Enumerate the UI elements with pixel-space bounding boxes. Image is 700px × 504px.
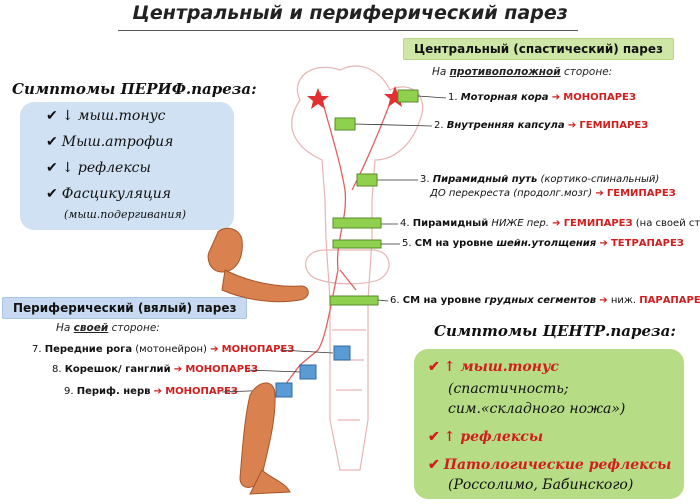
lesion-label-7: 7. Передние рога (мотонейрон) ➔ МОНОПАРЕ… — [32, 344, 295, 355]
lesion-label-8: 8. Корешок/ ганглий ➔ МОНОПАРЕЗ — [52, 364, 259, 375]
lesion-label-1: 1. Моторная кора ➔ МОНОПАРЕЗ — [448, 92, 636, 103]
symptom-item: ✔Мыш.атрофия — [46, 134, 174, 150]
lesion-label-4: 4. Пирамидный НИЖЕ пер. ➔ ГЕМИПАРЕЗ (на … — [400, 218, 700, 229]
symptom-subtext: (мыш.подергивания) — [64, 208, 187, 221]
check-icon: ✔ — [46, 186, 58, 202]
corticospinal-tract — [284, 89, 396, 386]
arm-illustration — [207, 227, 309, 303]
peripheral-symptoms-box: ✔↓ мыш.тонус ✔Мыш.атрофия ✔↓ рефлексы ✔Ф… — [20, 102, 234, 230]
symptom-item: ✔Фасцикуляция — [46, 186, 172, 202]
check-icon: ✔ — [428, 359, 440, 375]
central-lesion-markers — [329, 89, 419, 306]
central-symptoms-title: Симптомы ЦЕНТР.пареза: — [434, 322, 676, 340]
symptom-item: ✔↓ рефлексы — [46, 160, 151, 176]
peripheral-symptoms-title: Симптомы ПЕРИФ.пареза: — [12, 80, 257, 98]
check-icon: ✔ — [46, 160, 58, 176]
symptom-item: ✔Патологические рефлексы — [428, 457, 672, 473]
title-underline — [118, 30, 578, 31]
central-paresis-header: Центральный (спастический) парез — [403, 38, 674, 60]
peripheral-paresis-header: Периферический (вялый) парез — [2, 297, 248, 319]
symptom-subtext: (Россолимо, Бабинского) — [448, 477, 634, 493]
central-side-note: На противоположной стороне: — [432, 66, 613, 78]
page-title: Центральный и периферический парез — [132, 2, 568, 24]
check-icon: ✔ — [428, 457, 440, 473]
central-symptoms-box: ✔↑ мыш.тонус (спастичность; сим.«складно… — [414, 349, 684, 499]
lesion-label-9: 9. Периф. нерв ➔ МОНОПАРЕЗ — [64, 386, 238, 397]
peripheral-lesion-markers — [275, 345, 351, 398]
check-icon: ✔ — [46, 134, 58, 150]
lesion-label-2: 2. Внутренняя капсула ➔ ГЕМИПАРЕЗ — [434, 120, 649, 131]
symptom-subtext: (спастичность; — [448, 381, 569, 397]
lesion-label-3: 3. Пирамидный путь (кортико-спинальный) — [420, 174, 660, 185]
peripheral-side-note: На своей стороне: — [56, 322, 160, 334]
leg-illustration — [239, 382, 291, 495]
check-icon: ✔ — [428, 429, 440, 445]
check-icon: ✔ — [46, 108, 58, 124]
symptom-subtext: сим.«складного ножа») — [448, 401, 626, 417]
symptom-item: ✔↑ мыш.тонус — [428, 359, 559, 375]
lesion-label-5: 5. СМ на уровне шейн.утолщения ➔ ТЕТРАПА… — [402, 238, 684, 249]
symptom-item: ✔↑ рефлексы — [428, 429, 544, 445]
spinal-cord-outline — [291, 65, 424, 471]
lesion-label-3-line2: ДО перекреста (продолг.мозг) ➔ ГЕМИПАРЕЗ — [430, 188, 676, 199]
lesion-label-6: 6. СМ на уровне грудных сегментов ➔ ниж.… — [390, 295, 700, 306]
symptom-item: ✔↓ мыш.тонус — [46, 108, 166, 124]
